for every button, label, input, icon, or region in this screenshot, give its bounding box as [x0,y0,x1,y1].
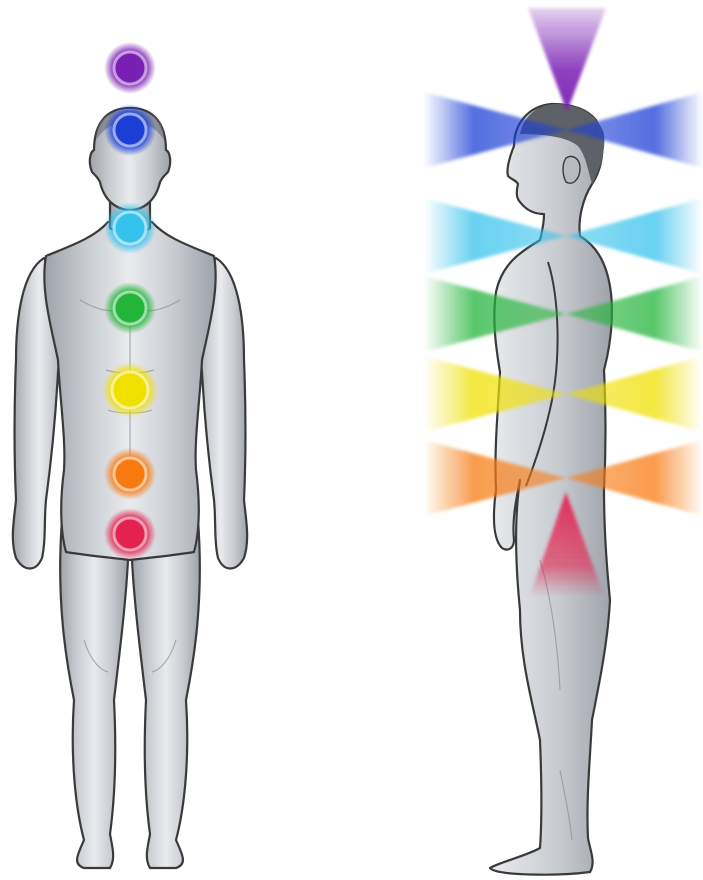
front-point-heart [114,292,146,324]
front-point-root [114,518,146,550]
front-point-solar-plexus [112,372,148,408]
front-point-crown [114,52,146,84]
front-energy-points [102,42,158,560]
front-point-third-eye [114,114,146,146]
front-right-leg [132,520,200,868]
side-beam-top-crown [528,8,606,112]
front-point-sacral [114,458,146,490]
side-ear [563,156,580,183]
front-left-leg [60,520,128,868]
front-point-throat [114,212,146,244]
